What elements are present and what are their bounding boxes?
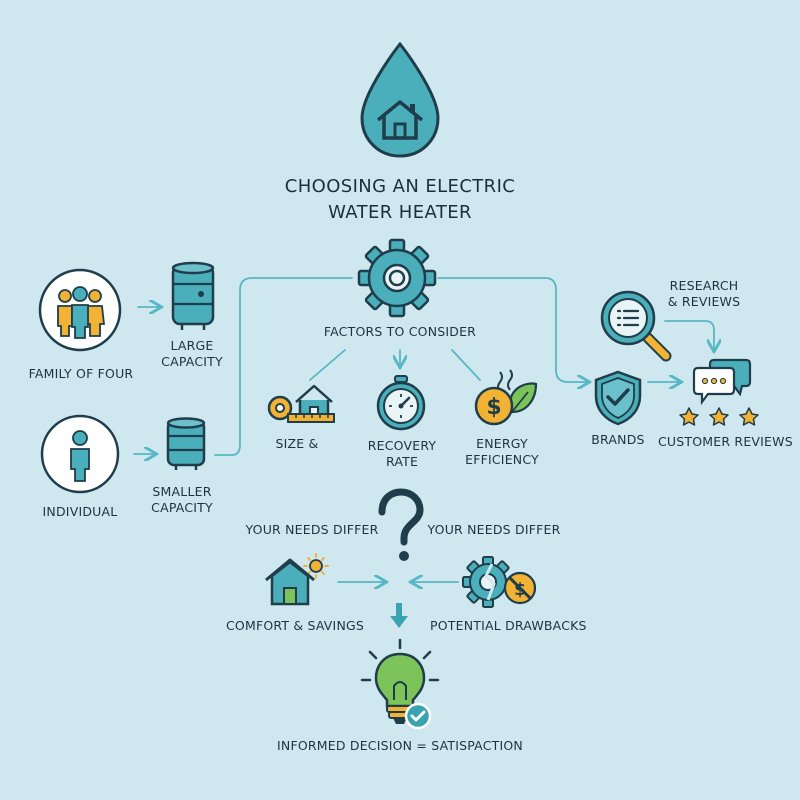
water-drop-house-icon	[360, 41, 440, 158]
small-tank-icon	[166, 417, 206, 470]
rate-label: RATE	[385, 454, 419, 469]
line-gear-to-brands	[437, 277, 588, 382]
recovery-label: RECOVERY	[367, 438, 437, 453]
energy-label: ENERGY	[476, 436, 528, 451]
and-reviews-label: & REVIEWS	[667, 294, 741, 309]
family-icon	[38, 268, 122, 352]
line-to-energy	[451, 349, 481, 381]
title-line-1: CHOOSING AN ELECTRIC	[284, 176, 516, 197]
house-sun-icon	[265, 553, 329, 606]
capacity-label-large: CAPACITY	[161, 354, 223, 369]
lightbulb-check-icon	[360, 638, 440, 730]
broken-gear-no-money-icon: $	[462, 556, 537, 608]
large-label: LARGE	[170, 338, 214, 353]
shield-check-icon	[594, 370, 642, 426]
efficiency-label: EFFICIENCY	[465, 452, 539, 467]
factors-heading: FACTORS TO CONSIDER	[323, 324, 477, 339]
brands-label: BRANDS	[591, 432, 645, 447]
individual-label: INDIVIDUAL	[42, 504, 118, 519]
magnifier-icon	[600, 290, 672, 362]
smaller-label: SMALLER	[152, 484, 212, 499]
person-icon	[40, 414, 120, 494]
size-label: SIZE &	[275, 436, 319, 451]
line-to-size	[309, 349, 346, 381]
capacity-label-small: CAPACITY	[151, 500, 213, 515]
family-of-four-label: FAMILY OF FOUR	[28, 366, 134, 381]
svg-text:$: $	[486, 395, 501, 420]
needs-differ-left: YOUR NEEDS DIFFER	[245, 522, 379, 537]
house-measure-icon	[267, 384, 335, 423]
research-label: RESEARCH	[669, 278, 739, 293]
comfort-savings-label: COMFORT & SAVINGS	[226, 618, 365, 633]
line-tanks-to-gear	[214, 277, 353, 456]
potential-drawbacks-label: POTENTIAL DRAWBACKS	[430, 618, 587, 633]
chat-stars-icon	[679, 358, 759, 426]
stopwatch-icon	[376, 375, 426, 431]
dollar-leaf-icon: $	[474, 369, 538, 426]
question-mark-icon	[378, 488, 424, 561]
large-tank-icon	[171, 261, 215, 330]
customer-reviews-label: CUSTOMER REVIEWS	[658, 434, 793, 449]
gear-icon	[357, 238, 437, 318]
arrow-research-to-reviews	[664, 320, 714, 350]
needs-differ-right: YOUR NEEDS DIFFER	[427, 522, 561, 537]
title-line-2: WATER HEATER	[328, 202, 472, 223]
arrow-down-to-decision	[390, 603, 408, 628]
informed-decision-label: INFORMED DECISION = SATISPACTION	[277, 738, 523, 753]
